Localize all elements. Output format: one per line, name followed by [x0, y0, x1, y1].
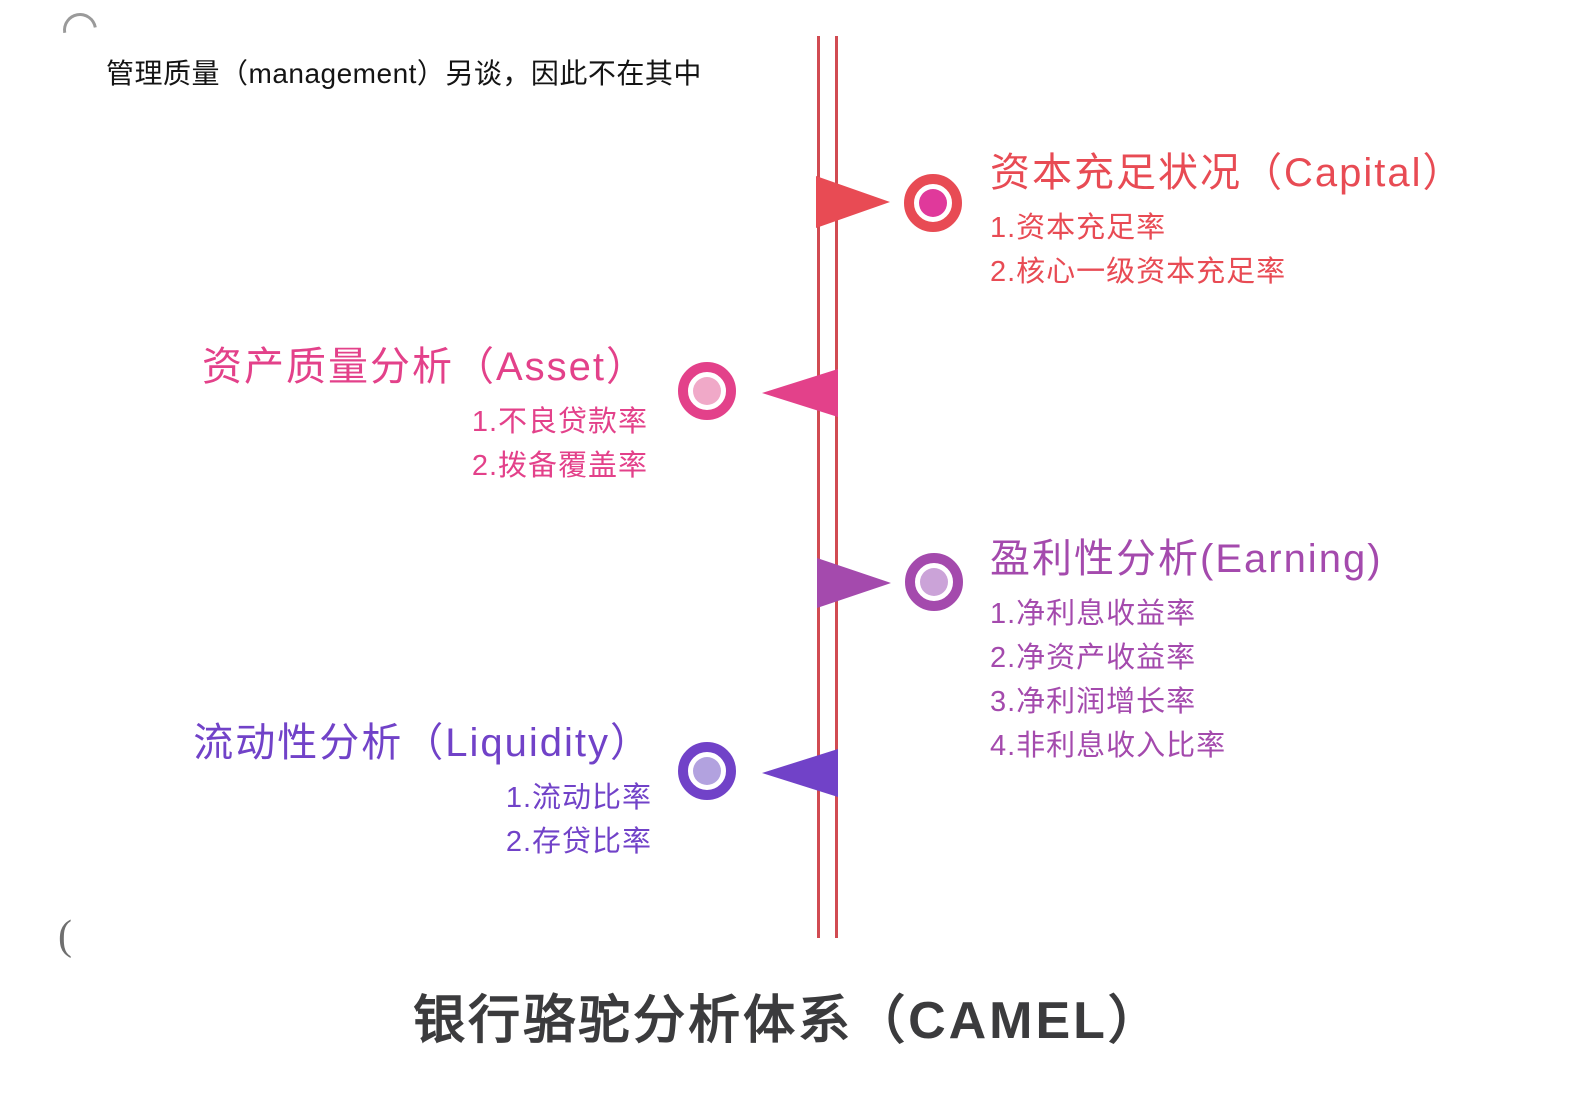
- node-liquidity-text: 流动性分析（Liquidity） 1.流动比率 2.存贷比率: [193, 716, 652, 864]
- node-title: 资产质量分析（Asset）: [201, 345, 648, 389]
- node-item: 2.核心一级资本充足率: [990, 256, 1287, 288]
- node-items: 1.流动比率 2.存贷比率: [193, 776, 652, 864]
- node-capital-text: 资本充足状况（Capital） 1.资本充足率 2.核心一级资本充足率: [990, 146, 1465, 294]
- arrow-right-icon: [816, 176, 890, 228]
- node-item: 2.存贷比率: [505, 826, 652, 858]
- timeline-line-left: [817, 36, 820, 938]
- arc-mark-icon: [56, 6, 104, 54]
- node-asset-text: 资产质量分析（Asset） 1.不良贷款率 2.拨备覆盖率: [202, 340, 648, 488]
- arrow-left-icon: [762, 369, 838, 417]
- node-title: 流动性分析（Liquidity）: [193, 721, 652, 765]
- arrow-right-icon: [817, 558, 891, 608]
- node-earning-text: 盈利性分析(Earning) 1.净利息收益率 2.净资产收益率 3.净利润增长…: [990, 532, 1383, 768]
- node-title: 盈利性分析(Earning): [990, 537, 1383, 581]
- node-marker-icon: [905, 553, 963, 611]
- node-item: 1.资本充足率: [990, 212, 1167, 244]
- node-items: 1.资本充足率 2.核心一级资本充足率: [990, 206, 1465, 294]
- node-title: 资本充足状况（Capital）: [990, 151, 1465, 195]
- node-items: 1.净利息收益率 2.净资产收益率 3.净利润增长率 4.非利息收入比率: [990, 592, 1383, 768]
- node-item: 3.净利润增长率: [990, 686, 1197, 718]
- node-item: 2.净资产收益率: [990, 642, 1197, 674]
- node-marker-dot: [693, 377, 721, 405]
- node-marker-icon: [904, 174, 962, 232]
- node-marker-dot: [920, 568, 948, 596]
- timeline-line-right: [835, 36, 838, 938]
- node-item: 4.非利息收入比率: [990, 730, 1227, 762]
- node-item: 1.流动比率: [505, 782, 652, 814]
- node-item: 2.拨备覆盖率: [471, 450, 648, 482]
- node-item: 1.净利息收益率: [990, 598, 1197, 630]
- node-marker-dot: [693, 757, 721, 785]
- node-items: 1.不良贷款率 2.拨备覆盖率: [202, 400, 648, 488]
- arrow-left-icon: [762, 749, 838, 797]
- paren-mark: (: [58, 913, 72, 959]
- node-marker-icon: [678, 742, 736, 800]
- node-item: 1.不良贷款率: [471, 406, 648, 438]
- node-marker-dot: [919, 189, 947, 217]
- management-note: 管理质量（management）另谈，因此不在其中: [106, 58, 702, 89]
- node-marker-icon: [678, 362, 736, 420]
- page-title: 银行骆驼分析体系（CAMEL）: [413, 992, 1163, 1050]
